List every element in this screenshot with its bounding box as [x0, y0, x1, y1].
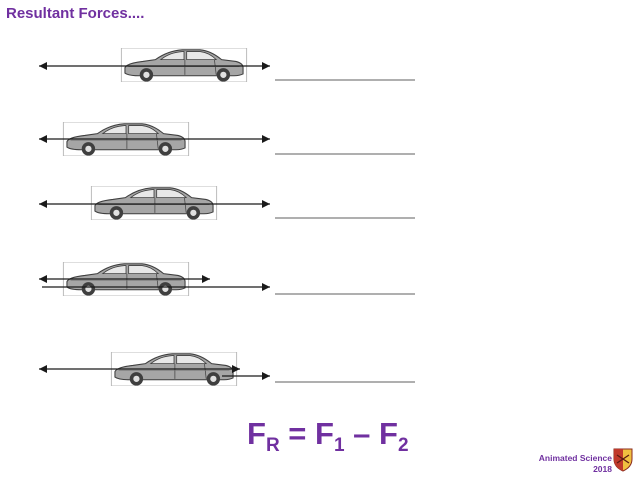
formula-f2-sub: 2 [397, 435, 409, 456]
formula-fr: F [247, 416, 266, 451]
logo-icon [613, 448, 633, 472]
footer-line-2: 2018 [593, 464, 612, 474]
arrow-right-icon [202, 275, 210, 283]
arrow-left-icon [39, 200, 47, 208]
arrow-right-icon [232, 365, 240, 373]
force-row [39, 352, 415, 386]
footer-credit: Animated Science 2018 [539, 453, 612, 475]
force-row [39, 48, 415, 82]
formula-f1: F [315, 416, 334, 451]
arrow-right-icon [262, 62, 270, 70]
arrow-left-icon [39, 62, 47, 70]
force-row [39, 122, 415, 156]
formula-fr-sub: R [265, 435, 280, 456]
car-icon [120, 48, 248, 82]
arrow-left-icon [39, 365, 47, 373]
resultant-force-formula: FR = F1 – F2 [247, 416, 409, 455]
slide-title: Resultant Forces.... [6, 5, 145, 22]
arrow-left-icon [39, 135, 47, 143]
formula-equals: = [279, 416, 316, 451]
arrow-right-icon [262, 283, 270, 291]
arrow-right-icon [262, 135, 270, 143]
force-row [39, 186, 415, 220]
formula-minus: – [344, 416, 379, 451]
force-row [39, 262, 415, 296]
arrow-left-icon [39, 275, 47, 283]
arrow-right-icon [262, 200, 270, 208]
formula-f2: F [379, 416, 398, 451]
arrow-right-icon [262, 372, 270, 380]
car-icon [90, 186, 218, 220]
formula-f1-sub: 1 [333, 435, 345, 456]
footer-line-1: Animated Science [538, 453, 612, 463]
